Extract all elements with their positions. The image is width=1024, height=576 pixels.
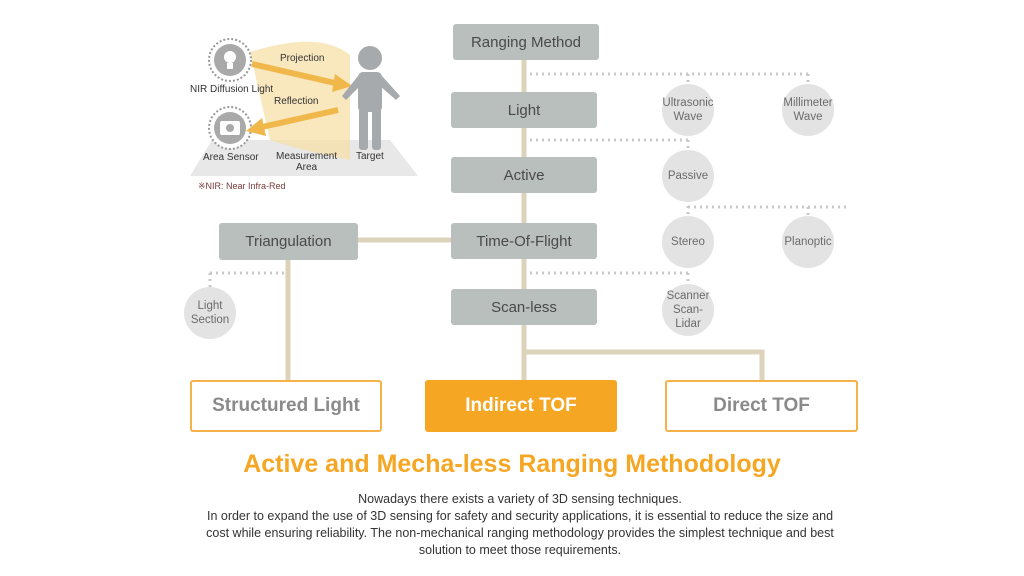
scanner-circle: Scanner Scan-Lidar [662,284,714,336]
description: Nowadays there exists a variety of 3D se… [200,491,840,559]
nir-footnote: ※NIR: Near Infra-Red [198,181,286,191]
millimeter-wave-circle: Millimeter Wave [782,84,834,136]
active-box: Active [451,157,597,193]
light-section-circle: Light Section [184,287,236,339]
light-box: Light [451,92,597,128]
reflection-arrow [261,107,339,130]
triangulation-box: Triangulation [219,223,358,260]
tof-box: Time-Of-Flight [451,223,597,259]
area-sensor-label: Area Sensor [203,152,259,163]
direct-tof-box: Direct TOF [665,380,858,432]
reflection-label: Reflection [274,96,319,107]
projection-arrow [251,61,336,86]
ranging-method-box: Ranging Method [453,24,599,60]
projection-label: Projection [280,53,325,64]
ultrasonic-wave-circle: Ultrasonic Wave [662,84,714,136]
indirect-tof-box: Indirect TOF [425,380,617,432]
nir-light-label: NIR Diffusion Light [190,84,274,95]
tof-illustration [190,38,418,176]
target-label: Target [356,151,384,162]
measurement-area-label: Measurement Area [276,151,338,173]
description-line-1: Nowadays there exists a variety of 3D se… [358,492,682,506]
scanless-box: Scan-less [451,289,597,325]
passive-circle: Passive [662,150,714,202]
description-line-2: In order to expand the use of 3D sensing… [206,509,834,557]
person-icon [342,46,400,150]
planoptic-circle: Planoptic [782,216,834,268]
stereo-circle: Stereo [662,216,714,268]
page-title: Active and Mecha-less Ranging Methodolog… [243,450,781,478]
structured-light-box: Structured Light [190,380,382,432]
